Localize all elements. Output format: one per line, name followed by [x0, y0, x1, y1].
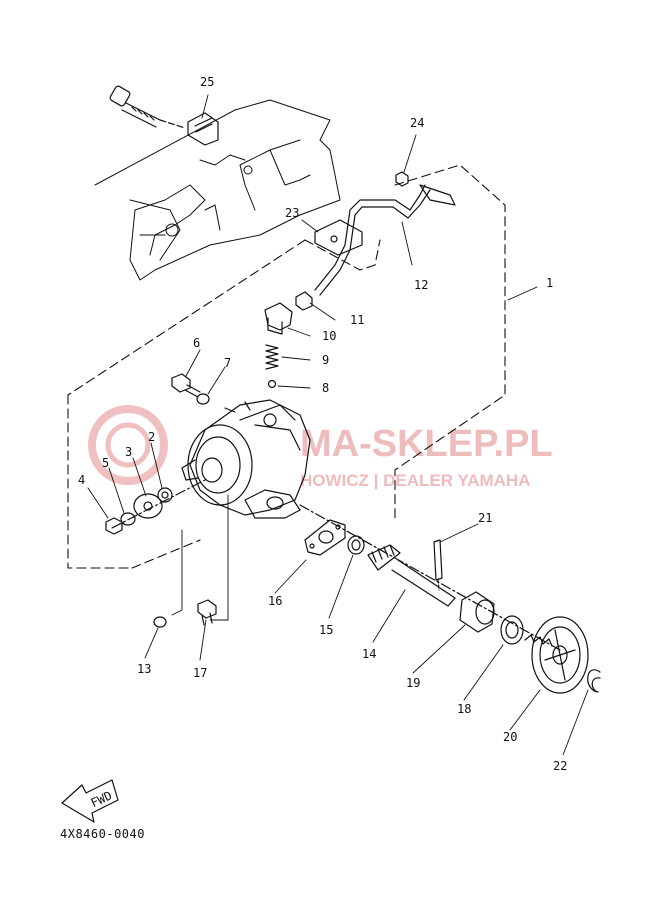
gear-20	[524, 616, 589, 694]
label-20: 20	[503, 730, 517, 744]
bolt-25	[109, 85, 186, 129]
bracket-25	[187, 112, 219, 146]
label-21: 21	[478, 511, 492, 525]
center-line-shaft	[299, 504, 561, 651]
fwd-arrow-icon: FWD	[61, 779, 119, 823]
circlip-22	[587, 669, 601, 693]
label-4: 4	[78, 473, 85, 487]
label-24: 24	[410, 116, 424, 130]
pump-shaft-14	[367, 544, 456, 607]
label-23: 23	[285, 206, 299, 220]
washer-7	[196, 393, 210, 405]
label-22: 22	[553, 759, 567, 773]
clamp-23	[314, 219, 363, 256]
elbow-fitting-10	[264, 302, 293, 335]
gasket-16	[304, 519, 346, 556]
label-19: 19	[406, 676, 420, 690]
label-14: 14	[362, 647, 376, 661]
drawing-code: 4X8460-0040	[60, 827, 145, 841]
assembly-box-1	[67, 164, 506, 569]
bolt-17	[197, 599, 217, 626]
label-12: 12	[414, 278, 428, 292]
watermark-logo-inner	[105, 422, 151, 468]
label-11: 11	[350, 313, 364, 327]
gasket-2	[157, 487, 173, 503]
label-leaders	[87, 94, 589, 756]
label-25: 25	[200, 75, 214, 89]
leader-lines	[171, 494, 229, 621]
label-16: 16	[268, 594, 282, 608]
nut-11	[295, 291, 313, 311]
pin-21	[433, 539, 443, 591]
part-number-labels: 1 2 3 4 5 6 7 8 9 10 11 12 13 14 15 16 1…	[78, 75, 567, 773]
label-5: 5	[102, 456, 109, 470]
label-18: 18	[457, 702, 471, 716]
label-15: 15	[319, 623, 333, 637]
washer-5	[120, 512, 136, 526]
label-3: 3	[125, 445, 132, 459]
engine-case-outline	[94, 99, 341, 281]
collar-19	[459, 591, 495, 633]
label-8: 8	[322, 381, 329, 395]
washer-13	[153, 616, 167, 628]
label-6: 6	[193, 336, 200, 350]
bearing-18	[500, 615, 524, 645]
oil-pipe-12	[314, 184, 456, 296]
cover-3	[133, 493, 163, 519]
label-17: 17	[193, 666, 207, 680]
watermark: MA-SKLEP.PL HOWICZ | DEALER YAMAHA	[88, 405, 553, 490]
center-line	[111, 479, 206, 529]
watermark-main-text: MA-SKLEP.PL	[300, 423, 553, 465]
screw-6	[171, 373, 201, 398]
label-7: 7	[224, 356, 231, 370]
ball-8	[267, 379, 277, 389]
spring-9	[265, 344, 279, 370]
oil-seal-15	[347, 535, 365, 555]
nut-4	[105, 517, 123, 535]
label-13: 13	[137, 662, 151, 676]
label-2: 2	[148, 430, 155, 444]
watermark-sub-text: HOWICZ | DEALER YAMAHA	[300, 471, 531, 490]
oil-pump-body	[181, 399, 311, 519]
nut-24	[395, 171, 409, 187]
watermark-logo-ring	[88, 405, 168, 485]
label-1: 1	[546, 276, 553, 290]
label-10: 10	[322, 329, 336, 343]
label-9: 9	[322, 353, 329, 367]
